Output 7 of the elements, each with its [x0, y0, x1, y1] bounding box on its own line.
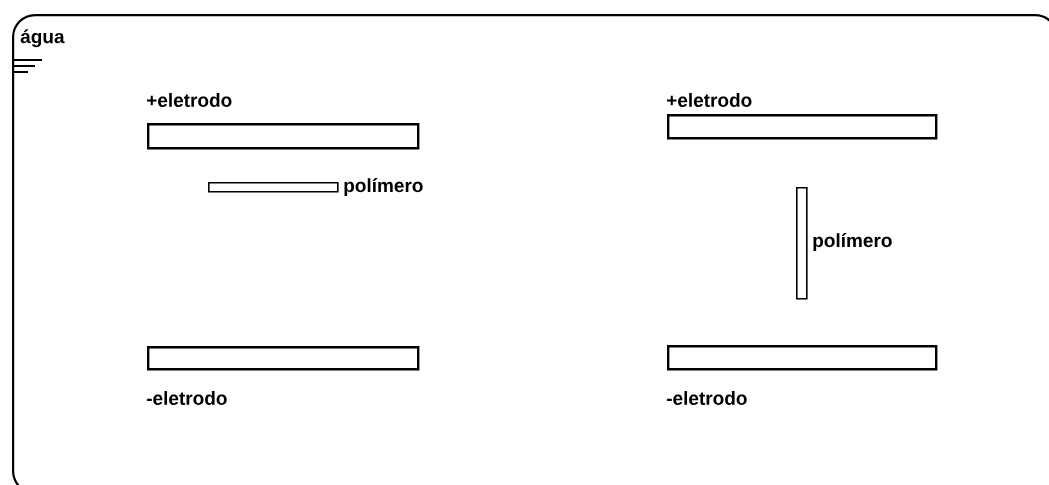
tank-label: água	[20, 29, 65, 48]
plate-label: -eletrodo	[666, 391, 747, 405]
plate-label: polímero	[813, 233, 892, 251]
plate-label: +eletrodo	[667, 93, 752, 107]
plate-label: +eletrodo	[147, 93, 232, 107]
plate-label: -eletrodo	[146, 391, 227, 405]
plate-label: polímero	[344, 178, 423, 196]
